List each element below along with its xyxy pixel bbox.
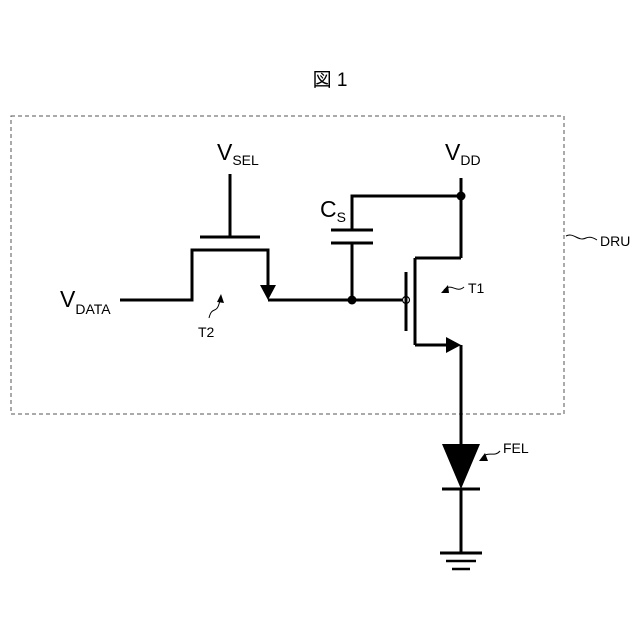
vdata-label: VDATA <box>60 286 111 317</box>
t2-leader-arrow <box>217 294 224 303</box>
t2-drain-wire <box>215 250 268 285</box>
dru-label: DRU <box>600 233 630 249</box>
figure-title: 図 1 <box>313 70 348 91</box>
dru-boundary <box>11 116 564 414</box>
vdd-label: VDD <box>445 139 481 168</box>
vsel-label: VSEL <box>217 139 259 168</box>
fel-label: FEL <box>503 440 529 456</box>
t1-label: T1 <box>468 280 485 296</box>
t2-drain-arrow <box>260 285 276 300</box>
cs-label: CS <box>320 196 346 225</box>
vdata-wire <box>120 250 215 300</box>
t2-label: T2 <box>198 324 215 340</box>
t1-leader-arrow <box>441 285 449 293</box>
fel-diode <box>442 444 480 489</box>
t1-drain-arrow <box>446 337 461 353</box>
cs-to-vdd-wire <box>352 196 461 230</box>
vdd-node <box>457 192 466 201</box>
dru-leader <box>566 235 597 240</box>
ground-symbol <box>440 553 482 569</box>
